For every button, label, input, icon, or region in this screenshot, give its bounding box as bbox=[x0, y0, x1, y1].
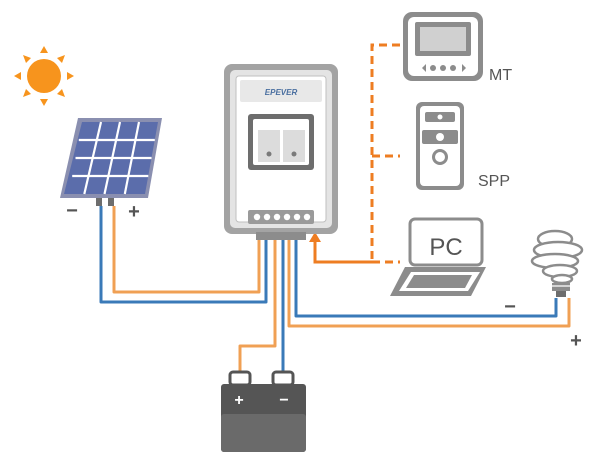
mt-label: MT bbox=[489, 67, 512, 84]
spp-label: SPP bbox=[478, 173, 510, 190]
panel-positive-wire bbox=[112, 206, 261, 294]
laptop-icon bbox=[390, 217, 486, 296]
mt-meter-icon bbox=[403, 12, 483, 81]
battery-positive-wire bbox=[238, 240, 277, 372]
load-positive-sign: + bbox=[570, 330, 582, 352]
load-negative-sign: − bbox=[504, 296, 516, 318]
communication-lines bbox=[313, 43, 400, 264]
pc-label: PC bbox=[429, 234, 462, 261]
charge-controller: EPEVER bbox=[224, 64, 338, 240]
power-wires bbox=[99, 206, 571, 372]
load-negative-wire bbox=[294, 240, 558, 318]
battery-positive-sign: + bbox=[234, 392, 243, 409]
panel-negative-sign: − bbox=[66, 200, 78, 222]
battery-negative-sign: − bbox=[279, 392, 288, 409]
battery-icon bbox=[221, 370, 306, 452]
spp-device-icon bbox=[416, 102, 464, 190]
panel-positive-sign: + bbox=[128, 201, 140, 223]
sun-icon bbox=[14, 46, 74, 106]
panel-negative-wire bbox=[99, 206, 268, 304]
solar-panel-icon bbox=[60, 118, 162, 206]
brand-logo: EPEVER bbox=[265, 88, 298, 97]
light-bulb-icon bbox=[530, 229, 584, 297]
load-positive-wire bbox=[287, 240, 571, 328]
arrow-up-icon bbox=[309, 232, 321, 242]
